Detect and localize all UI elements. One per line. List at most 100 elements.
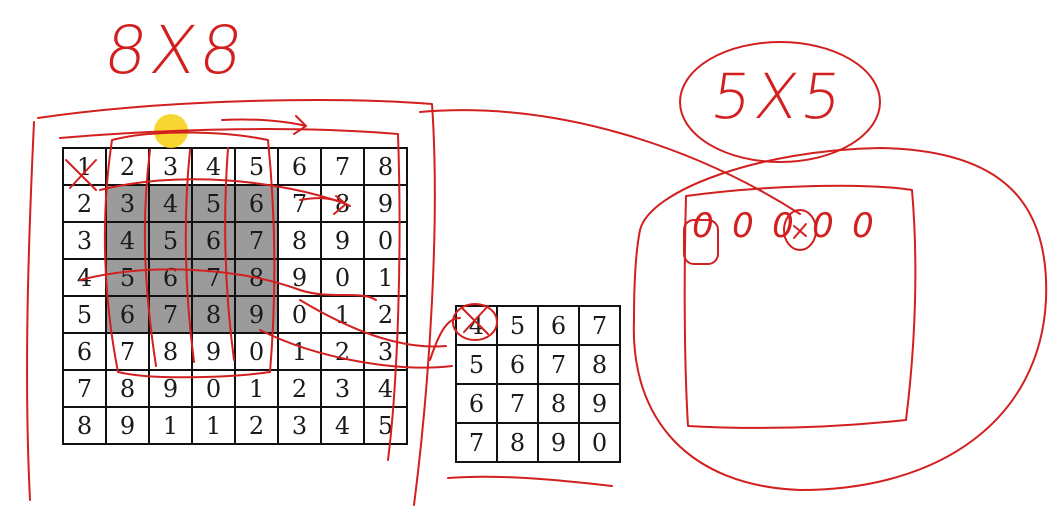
input-cell: 6: [234, 184, 279, 223]
output-cell: 0: [732, 206, 754, 246]
input-cell: 5: [363, 406, 408, 445]
input-cell: 8: [62, 406, 107, 445]
input-cell: 3: [320, 369, 365, 408]
label-8x8: 8X8: [99, 12, 252, 89]
input-cell: 1: [277, 332, 322, 371]
result-cell: 0: [578, 422, 621, 463]
input-cell: 1: [320, 295, 365, 334]
input-cell: 6: [62, 332, 107, 371]
input-cell: 3: [277, 406, 322, 445]
output-cell: 0: [692, 206, 714, 246]
frame-left-stroke: [26, 121, 35, 501]
input-cell: 7: [320, 147, 365, 186]
result-cell: 6: [455, 383, 498, 424]
input-cell: 1: [191, 406, 236, 445]
result-cell: 7: [455, 422, 498, 463]
input-cell: 8: [105, 369, 150, 408]
input-cell: 4: [105, 221, 150, 260]
result-cell: 5: [496, 305, 539, 346]
input-cell: 4: [320, 406, 365, 445]
input-cell: 3: [148, 147, 193, 186]
result-cell: 8: [578, 344, 621, 385]
output-cell: 0: [852, 206, 874, 246]
input-cell: 7: [234, 221, 279, 260]
input-cell: 1: [363, 258, 408, 297]
input-cell: 2: [320, 332, 365, 371]
input-cell: 7: [277, 184, 322, 223]
result-cell: 4: [455, 305, 498, 346]
input-cell: 7: [62, 369, 107, 408]
input-cell: 5: [148, 221, 193, 260]
result-cell: 7: [578, 305, 621, 346]
input-cell: 7: [148, 295, 193, 334]
right-panel-outline: [632, 147, 1048, 491]
input-cell: 4: [363, 369, 408, 408]
input-cell: 0: [191, 369, 236, 408]
input-cell: 1: [62, 147, 107, 186]
result-cell: 7: [537, 344, 580, 385]
output-cell: 0: [812, 206, 834, 246]
input-cell: 9: [148, 369, 193, 408]
label-5x5: 5X5: [706, 60, 851, 133]
slide-arrow-top: [221, 115, 307, 135]
result-cell: 8: [496, 422, 539, 463]
result-cell: 8: [537, 383, 580, 424]
input-cell: 9: [234, 295, 279, 334]
input-cell: 6: [191, 221, 236, 260]
input-cell: 2: [62, 184, 107, 223]
input-cell: 8: [277, 221, 322, 260]
input-cell: 8: [191, 295, 236, 334]
input-cell: 2: [363, 295, 408, 334]
input-cell: 7: [105, 332, 150, 371]
input-cell: 8: [234, 258, 279, 297]
input-cell: 2: [234, 406, 279, 445]
input-cell: 9: [105, 406, 150, 445]
input-cell: 5: [191, 184, 236, 223]
input-cell: 0: [363, 221, 408, 260]
input-cell: 2: [277, 369, 322, 408]
result-cell: 7: [496, 383, 539, 424]
input-cell: 5: [105, 258, 150, 297]
underline-result: [447, 475, 613, 487]
input-cell: 8: [363, 147, 408, 186]
input-cell: 1: [148, 406, 193, 445]
input-cell: 8: [148, 332, 193, 371]
result-cell: 6: [496, 344, 539, 385]
input-cell: 9: [320, 221, 365, 260]
result-cell: 6: [537, 305, 580, 346]
input-cell: 6: [277, 147, 322, 186]
input-cell: 8: [320, 184, 365, 223]
input-cell: 2: [105, 147, 150, 186]
input-cell: 4: [62, 258, 107, 297]
input-cell: 5: [234, 147, 279, 186]
input-cell: 0: [277, 295, 322, 334]
input-cell: 3: [105, 184, 150, 223]
input-cell: 9: [191, 332, 236, 371]
input-cell: 0: [234, 332, 279, 371]
input-cell: 0: [320, 258, 365, 297]
input-cell: 7: [191, 258, 236, 297]
input-cell: 9: [277, 258, 322, 297]
output-cell: 0: [772, 206, 794, 246]
input-cell: 4: [191, 147, 236, 186]
input-cell: 5: [62, 295, 107, 334]
input-cell: 1: [234, 369, 279, 408]
cursor-highlight: [154, 114, 188, 148]
input-cell: 3: [62, 221, 107, 260]
input-cell: 9: [363, 184, 408, 223]
result-cell: 9: [578, 383, 621, 424]
